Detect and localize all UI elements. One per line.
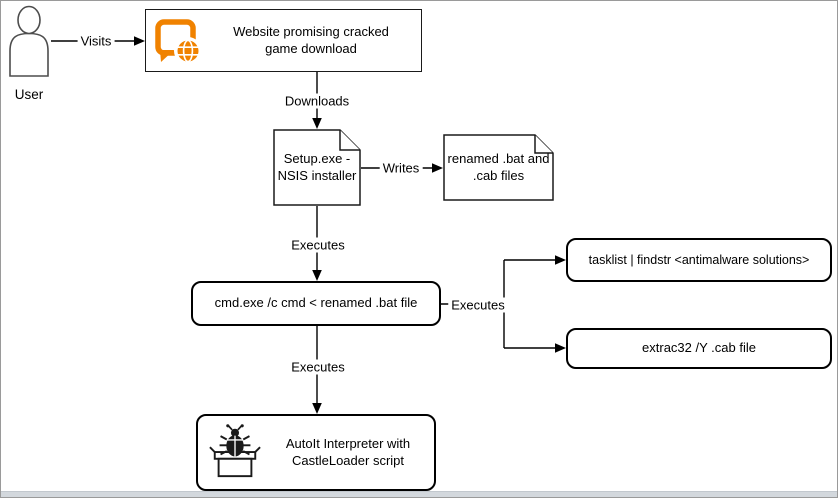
extrac32-node[interactable]: extrac32 /Y .cab file [566, 328, 832, 369]
autoit-node[interactable]: AutoIt Interpreter with CastleLoader scr… [196, 414, 436, 491]
horizontal-scrollbar[interactable] [1, 491, 837, 497]
user-node[interactable]: User [6, 5, 52, 104]
browser-globe-icon [153, 18, 201, 64]
user-icon [7, 5, 51, 81]
setup-installer-node[interactable]: Setup.exe - NSIS installer [273, 129, 361, 206]
edge-label-executes-autoit: Executes [288, 359, 348, 375]
document-shape [273, 129, 361, 206]
edge-label-downloads: Downloads [281, 93, 353, 109]
website-label: Website promising cracked game download [233, 23, 389, 56]
renamed-files-label: renamed .bat and .cab files [447, 150, 550, 183]
edge-label-visits: Visits [77, 33, 115, 49]
tasklist-node[interactable]: tasklist | findstr <antimalware solution… [566, 238, 832, 282]
autoit-label: AutoIt Interpreter with CastleLoader scr… [285, 435, 411, 468]
cmd-node[interactable]: cmd.exe /c cmd < renamed .bat file [191, 281, 441, 326]
document-shape [443, 134, 554, 201]
website-node[interactable]: Website promising cracked game download [145, 9, 422, 72]
cmd-label: cmd.exe /c cmd < renamed .bat file [214, 295, 418, 311]
edge-label-writes: Writes [379, 160, 423, 176]
edge-label-executes-branch: Executes [448, 297, 508, 313]
user-label: User [14, 87, 44, 102]
setup-installer-label: Setup.exe - NSIS installer [277, 150, 357, 183]
extrac32-label: extrac32 /Y .cab file [642, 340, 756, 356]
edge-label-executes-cmd: Executes [288, 237, 348, 253]
renamed-files-node[interactable]: renamed .bat and .cab files [443, 134, 554, 201]
bug-in-box-icon [208, 423, 262, 482]
tasklist-label: tasklist | findstr <antimalware solution… [588, 252, 810, 267]
